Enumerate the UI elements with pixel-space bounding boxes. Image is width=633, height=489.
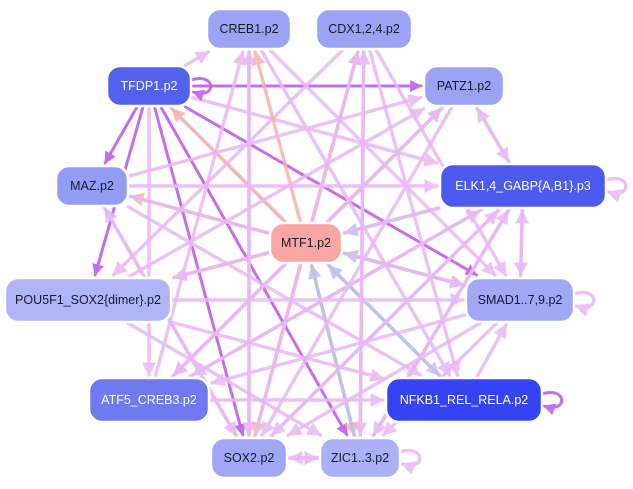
- edge-tfdp1-to-tfdp1: [189, 77, 213, 102]
- edge-smad-to-elk: [514, 209, 529, 279]
- node-sox2-label: SOX2.p2: [224, 451, 275, 465]
- node-creb1-box[interactable]: [205, 7, 293, 51]
- node-maz-label: MAZ.p2: [70, 179, 114, 193]
- node-pou5f1-label: POU5F1_SOX2{dimer}.p2: [15, 293, 161, 307]
- node-cdx-label: CDX1,2,4.p2: [328, 22, 400, 36]
- node-creb1-label: CREB1.p2: [219, 22, 278, 36]
- node-maz-box[interactable]: [54, 164, 130, 208]
- edge-elk-to-elk: [604, 176, 628, 203]
- node-pou5f1-box[interactable]: [3, 276, 173, 324]
- node-zic-box[interactable]: [318, 436, 402, 480]
- node-atf5[interactable]: ATF5_CREB3.p2: [87, 376, 211, 424]
- edge-sox2-to-elk: [268, 209, 500, 439]
- node-nfkb1-label: NFKB1_REL_RELA.p2: [400, 393, 529, 407]
- node-tfdp1-label: TFDP1.p2: [121, 79, 178, 93]
- node-patz1-label: PATZ1.p2: [437, 79, 491, 93]
- edge-maz-to-patz1: [127, 94, 423, 178]
- edge-pou5f1-to-patz1: [126, 107, 426, 279]
- edge-cdx-to-smad: [374, 48, 508, 277]
- node-atf5-box[interactable]: [87, 376, 211, 424]
- node-tfdp1-box[interactable]: [105, 64, 193, 108]
- edge-smad-to-atf5: [210, 313, 467, 387]
- edge-mtf1-to-tfdp1: [170, 107, 287, 224]
- edge-pou5f1-to-zic: [125, 321, 323, 437]
- edge-patz1-to-sox2: [260, 105, 454, 437]
- node-patz1-box[interactable]: [422, 64, 506, 108]
- node-cdx-box[interactable]: [314, 7, 414, 51]
- node-maz[interactable]: MAZ.p2: [54, 164, 130, 208]
- edge-zic-to-zic: [398, 448, 422, 475]
- edge-creb1-to-smad: [268, 48, 497, 277]
- node-smad-box[interactable]: [464, 276, 576, 324]
- node-elk[interactable]: ELK1,4_GABP{A,B1}.p3: [438, 162, 608, 210]
- node-elk-label: ELK1,4_GABP{A,B1}.p3: [455, 179, 591, 193]
- edge-atf5-to-elk: [187, 209, 482, 379]
- node-elk-box[interactable]: [438, 162, 608, 210]
- edge-smad-to-smad: [572, 290, 596, 317]
- edge-zic-to-cdx: [356, 50, 371, 439]
- node-atf5-label: ATF5_CREB3.p2: [101, 393, 197, 407]
- edge-tfdp1-to-smad: [183, 105, 479, 277]
- node-nfkb1[interactable]: NFKB1_REL_RELA.p2: [384, 376, 544, 424]
- node-mtf1-label: MTF1.p2: [281, 236, 331, 250]
- edge-creb1-to-nfkb1: [259, 48, 452, 377]
- node-smad-label: SMAD1..7,9.p2: [478, 293, 563, 307]
- edge-sox2-to-maz: [103, 207, 239, 439]
- edge-tfdp1-to-creb1: [184, 50, 211, 67]
- node-zic-label: ZIC1..3.p2: [331, 451, 389, 465]
- edge-nfkb1-to-nfkb1: [540, 391, 564, 416]
- node-creb1[interactable]: CREB1.p2: [205, 7, 293, 51]
- edge-tfdp1-to-maz: [103, 105, 139, 165]
- node-mtf1[interactable]: MTF1.p2: [268, 221, 344, 265]
- node-sox2-box[interactable]: [209, 436, 289, 480]
- edge-elk-to-patz1: [475, 107, 512, 165]
- node-mtf1-box[interactable]: [268, 221, 344, 265]
- edge-cdx-to-pou5f1: [111, 48, 345, 277]
- node-patz1[interactable]: PATZ1.p2: [422, 64, 506, 108]
- edge-tfdp1-to-zic: [159, 105, 349, 437]
- node-pou5f1[interactable]: POU5F1_SOX2{dimer}.p2: [3, 276, 173, 324]
- node-nfkb1-box[interactable]: [384, 376, 544, 424]
- node-smad[interactable]: SMAD1..7,9.p2: [464, 276, 576, 324]
- edge-maz-to-nfkb1: [126, 205, 423, 377]
- edge-nfkb1-to-smad: [475, 323, 508, 379]
- node-sox2[interactable]: SOX2.p2: [209, 436, 289, 480]
- node-tfdp1[interactable]: TFDP1.p2: [105, 64, 193, 108]
- node-cdx[interactable]: CDX1,2,4.p2: [314, 7, 414, 51]
- nodes-layer: CREB1.p2 CDX1,2,4.p2 TFDP1.p2 PATZ1.p2 M…: [3, 7, 608, 480]
- node-zic[interactable]: ZIC1..3.p2: [318, 436, 402, 480]
